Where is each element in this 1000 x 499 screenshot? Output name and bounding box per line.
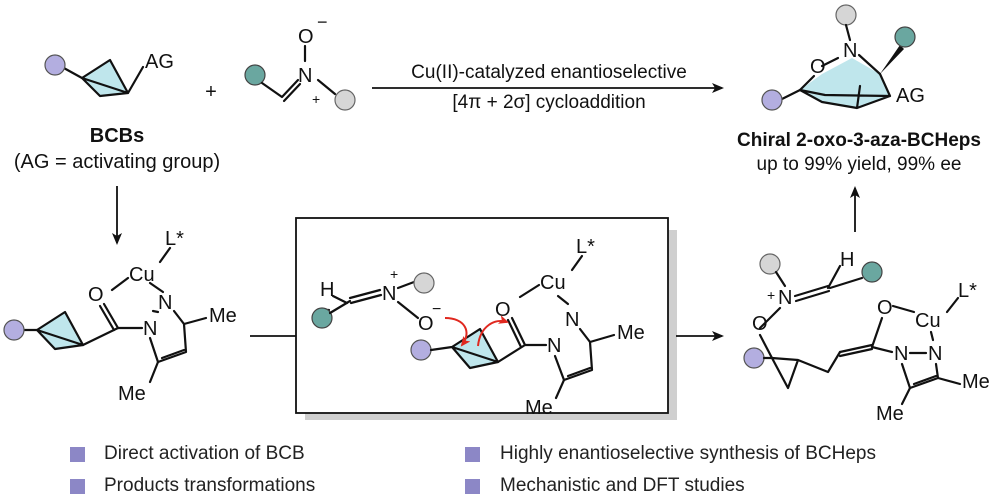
nitrone-minus-charge: − (317, 12, 328, 32)
mechanism-box: H N + O − O Cu L* N N Me Me (295, 217, 677, 420)
nitrone-reactant: N + O − (244, 12, 356, 111)
box-n2-atom: N (565, 309, 579, 331)
feature-bullet-3 (70, 479, 85, 494)
box-me-bottom: Me (525, 397, 553, 419)
purple-substituent-icon (743, 347, 765, 369)
intermediate-cu-atom: Cu (915, 310, 941, 332)
complex-me-right: Me (209, 305, 237, 327)
feature-direct-activation: Direct activation of BCB (104, 443, 305, 464)
box-n-atom: N (382, 283, 396, 305)
complex-ligand-label: L* (165, 228, 184, 250)
intermediate-o2-atom: O (877, 297, 893, 319)
reaction-conditions-line2: [4π + 2σ] cycloaddition (452, 92, 645, 113)
complex-n2-atom: N (158, 292, 172, 314)
teal-substituent-icon (244, 64, 266, 86)
complex-cu-atom: Cu (129, 264, 155, 286)
nitrone-n-atom: N (298, 65, 312, 87)
feature-bullet-4 (465, 479, 480, 494)
curly-arrow-2 (477, 315, 509, 347)
purple-substituent-icon (3, 319, 25, 341)
feature-bullet-2 (465, 447, 480, 462)
complex-n1-atom: N (143, 318, 157, 340)
box-cu-atom: Cu (540, 272, 566, 294)
feature-products-transformations: Products transformations (104, 475, 316, 496)
box-o2-atom: O (495, 299, 511, 321)
complex-me-bottom: Me (118, 383, 146, 405)
box-me-right: Me (617, 322, 645, 344)
feature-mechanistic-studies: Mechanistic and DFT studies (500, 475, 745, 496)
purple-substituent-icon (44, 54, 66, 76)
box-plus-charge: + (390, 266, 398, 282)
intermediate-plus-charge: + (767, 287, 775, 303)
product-o-atom: O (810, 56, 826, 78)
feature-bullet-1 (70, 447, 85, 462)
bcb-title: BCBs (90, 125, 144, 147)
intermediate-h-atom: H (840, 249, 854, 271)
box-ligand-label: L* (576, 236, 595, 258)
cu-complex: O Cu L* N N Me Me (3, 228, 237, 405)
product-yield: up to 99% yield, 99% ee (757, 154, 962, 175)
complex-o-atom: O (88, 284, 104, 306)
gray-substituent-icon (759, 253, 781, 275)
bcb-subtitle: (AG = activating group) (14, 151, 220, 173)
intermediate-n-atom: N (778, 287, 792, 309)
purple-substituent-icon (761, 89, 783, 111)
box-o-atom: O (418, 313, 434, 335)
intermediate-o-atom: O (752, 313, 768, 335)
teal-substituent-icon (861, 261, 883, 283)
reaction-conditions-line1: Cu(II)-catalyzed enantioselective (411, 62, 687, 83)
box-h-atom: H (320, 279, 334, 301)
intermediate-ligand-label: L* (958, 280, 977, 302)
intermediate-structure: + N H O O Cu L* N N Me Me (743, 249, 990, 425)
bcb-reactant: AG (44, 51, 174, 98)
teal-substituent-icon (311, 307, 333, 329)
gray-substituent-icon (413, 272, 435, 294)
intermediate-n2-atom: N (928, 343, 942, 365)
box-n1-atom: N (547, 335, 561, 357)
product-structure: N O AG (761, 4, 925, 111)
feature-enantioselective-synthesis: Highly enantioselective synthesis of BCH… (500, 443, 876, 464)
intermediate-me-right: Me (962, 371, 990, 393)
product-n-atom: N (843, 40, 857, 62)
gray-substituent-icon (835, 4, 857, 26)
curly-arrow-1 (444, 317, 471, 347)
box-minus-charge: − (432, 301, 441, 318)
intermediate-me-bottom: Me (876, 403, 904, 425)
plus-sign: + (205, 81, 217, 103)
gray-substituent-icon (334, 89, 356, 111)
intermediate-n1-atom: N (894, 343, 908, 365)
product-name: Chiral 2-oxo-3-aza-BCHeps (737, 130, 981, 151)
teal-substituent-icon (894, 26, 916, 48)
product-ag-label: AG (896, 85, 925, 107)
nitrone-plus-charge: + (312, 91, 320, 107)
purple-substituent-icon (410, 339, 432, 361)
bcb-ag-label: AG (145, 51, 174, 73)
nitrone-o-atom: O (298, 26, 314, 48)
